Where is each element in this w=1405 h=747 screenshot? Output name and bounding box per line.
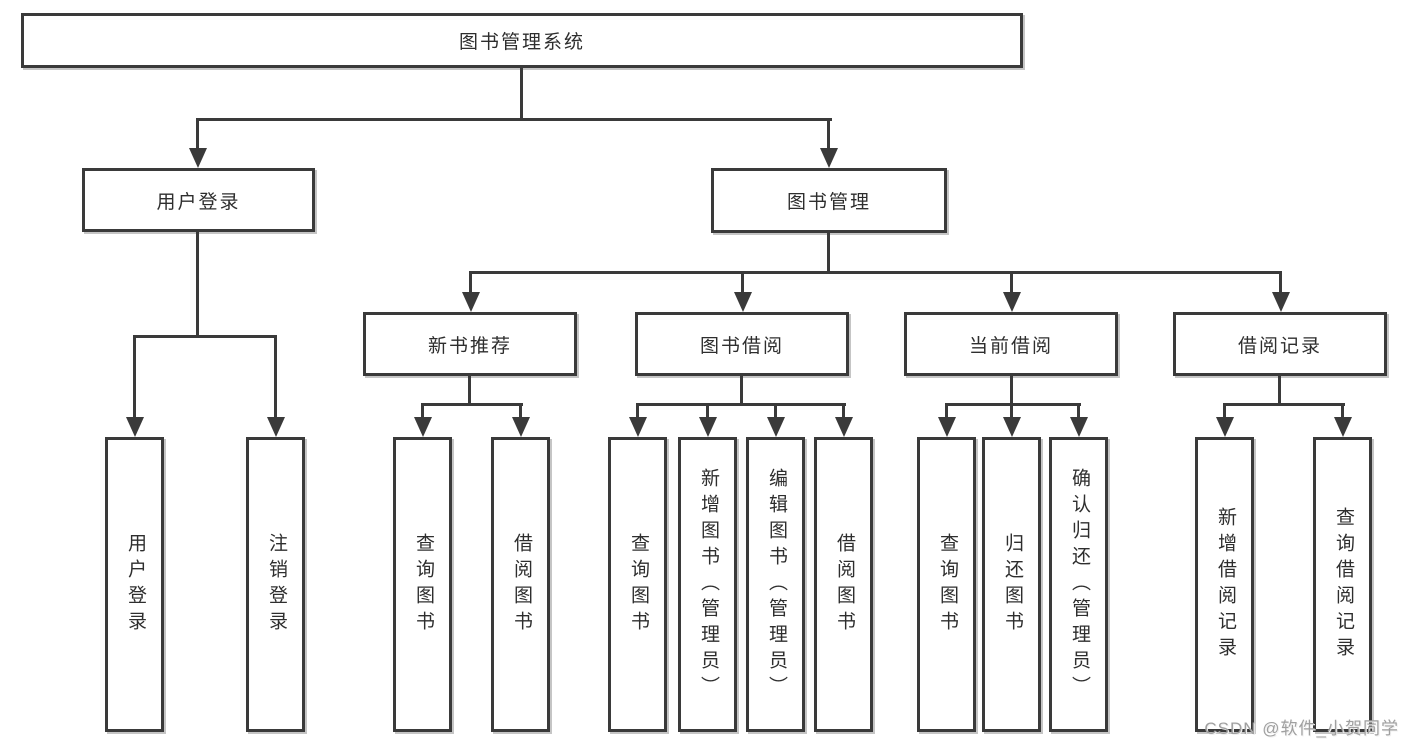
- node-book-management: 图书管理: [711, 168, 947, 233]
- connector-book-borrow-stem: [740, 376, 743, 406]
- node-new-book-recommend: 新书推荐: [363, 312, 577, 376]
- leaf-query-books-recommend: 查询图书: [393, 437, 452, 732]
- connector-book-borrow-hbar: [636, 403, 846, 406]
- connector-root-stem: [520, 68, 523, 121]
- arrow-to-query-books-c: [937, 403, 956, 437]
- arrow-to-confirm-return: [1069, 403, 1088, 437]
- connector-book-management-hbar: [469, 271, 1282, 274]
- arrow-to-query-books-b: [628, 403, 647, 437]
- leaf-edit-book-admin: 编辑图书（管理员）: [746, 437, 805, 732]
- node-book-borrow: 图书借阅: [635, 312, 849, 376]
- arrow-to-edit-book: [766, 403, 785, 437]
- leaf-add-book-admin: 新增图书（管理员）: [678, 437, 737, 732]
- node-borrow-records: 借阅记录: [1173, 312, 1387, 376]
- leaf-query-borrow-record: 查询借阅记录: [1313, 437, 1372, 732]
- leaf-query-books-borrow: 查询图书: [608, 437, 667, 732]
- arrow-to-query-books-a: [413, 403, 432, 437]
- connector-root-hbar: [196, 118, 832, 121]
- arrow-to-user-login: [188, 118, 207, 168]
- leaf-borrow-books-recommend: 借阅图书: [491, 437, 550, 732]
- leaf-logout: 注销登录: [246, 437, 305, 732]
- arrow-to-book-management: [819, 118, 838, 168]
- arrow-to-borrow-books-b: [834, 403, 853, 437]
- arrow-to-book-borrow: [733, 271, 752, 312]
- leaf-return-book: 归还图书: [982, 437, 1041, 732]
- arrow-to-add-borrow-record: [1215, 403, 1234, 437]
- leaf-query-books-current: 查询图书: [917, 437, 976, 732]
- arrow-to-add-book: [698, 403, 717, 437]
- leaf-user-login: 用户登录: [105, 437, 164, 732]
- connector-borrow-records-stem: [1278, 376, 1281, 406]
- arrow-to-borrow-books-a: [511, 403, 530, 437]
- csdn-watermark: CSDN @软件_小贺同学: [1204, 719, 1399, 738]
- arrow-to-borrow-records: [1271, 271, 1290, 312]
- arrow-to-current-borrow: [1002, 271, 1021, 312]
- node-user-login: 用户登录: [82, 168, 315, 232]
- arrow-to-return-book: [1002, 403, 1021, 437]
- connector-user-login-hbar: [133, 335, 277, 338]
- arrow-to-leaf-logout: [266, 335, 285, 437]
- leaf-borrow-books: 借阅图书: [814, 437, 873, 732]
- leaf-add-borrow-record: 新增借阅记录: [1195, 437, 1254, 732]
- arrow-to-query-borrow-record: [1333, 403, 1352, 437]
- node-root: 图书管理系统: [21, 13, 1023, 68]
- connector-user-login-stem: [196, 232, 199, 337]
- leaf-confirm-return-admin: 确认归还（管理员）: [1049, 437, 1108, 732]
- connector-new-book-recommend-stem: [468, 376, 471, 406]
- connector-new-book-recommend-hbar: [421, 403, 523, 406]
- arrow-to-new-book-recommend: [461, 271, 480, 312]
- arrow-to-leaf-user-login: [125, 335, 144, 437]
- connector-current-borrow-stem: [1010, 376, 1013, 406]
- connector-current-borrow-hbar: [945, 403, 1081, 406]
- connector-borrow-records-hbar: [1223, 403, 1345, 406]
- node-current-borrow: 当前借阅: [904, 312, 1118, 376]
- connector-book-management-stem: [827, 233, 830, 274]
